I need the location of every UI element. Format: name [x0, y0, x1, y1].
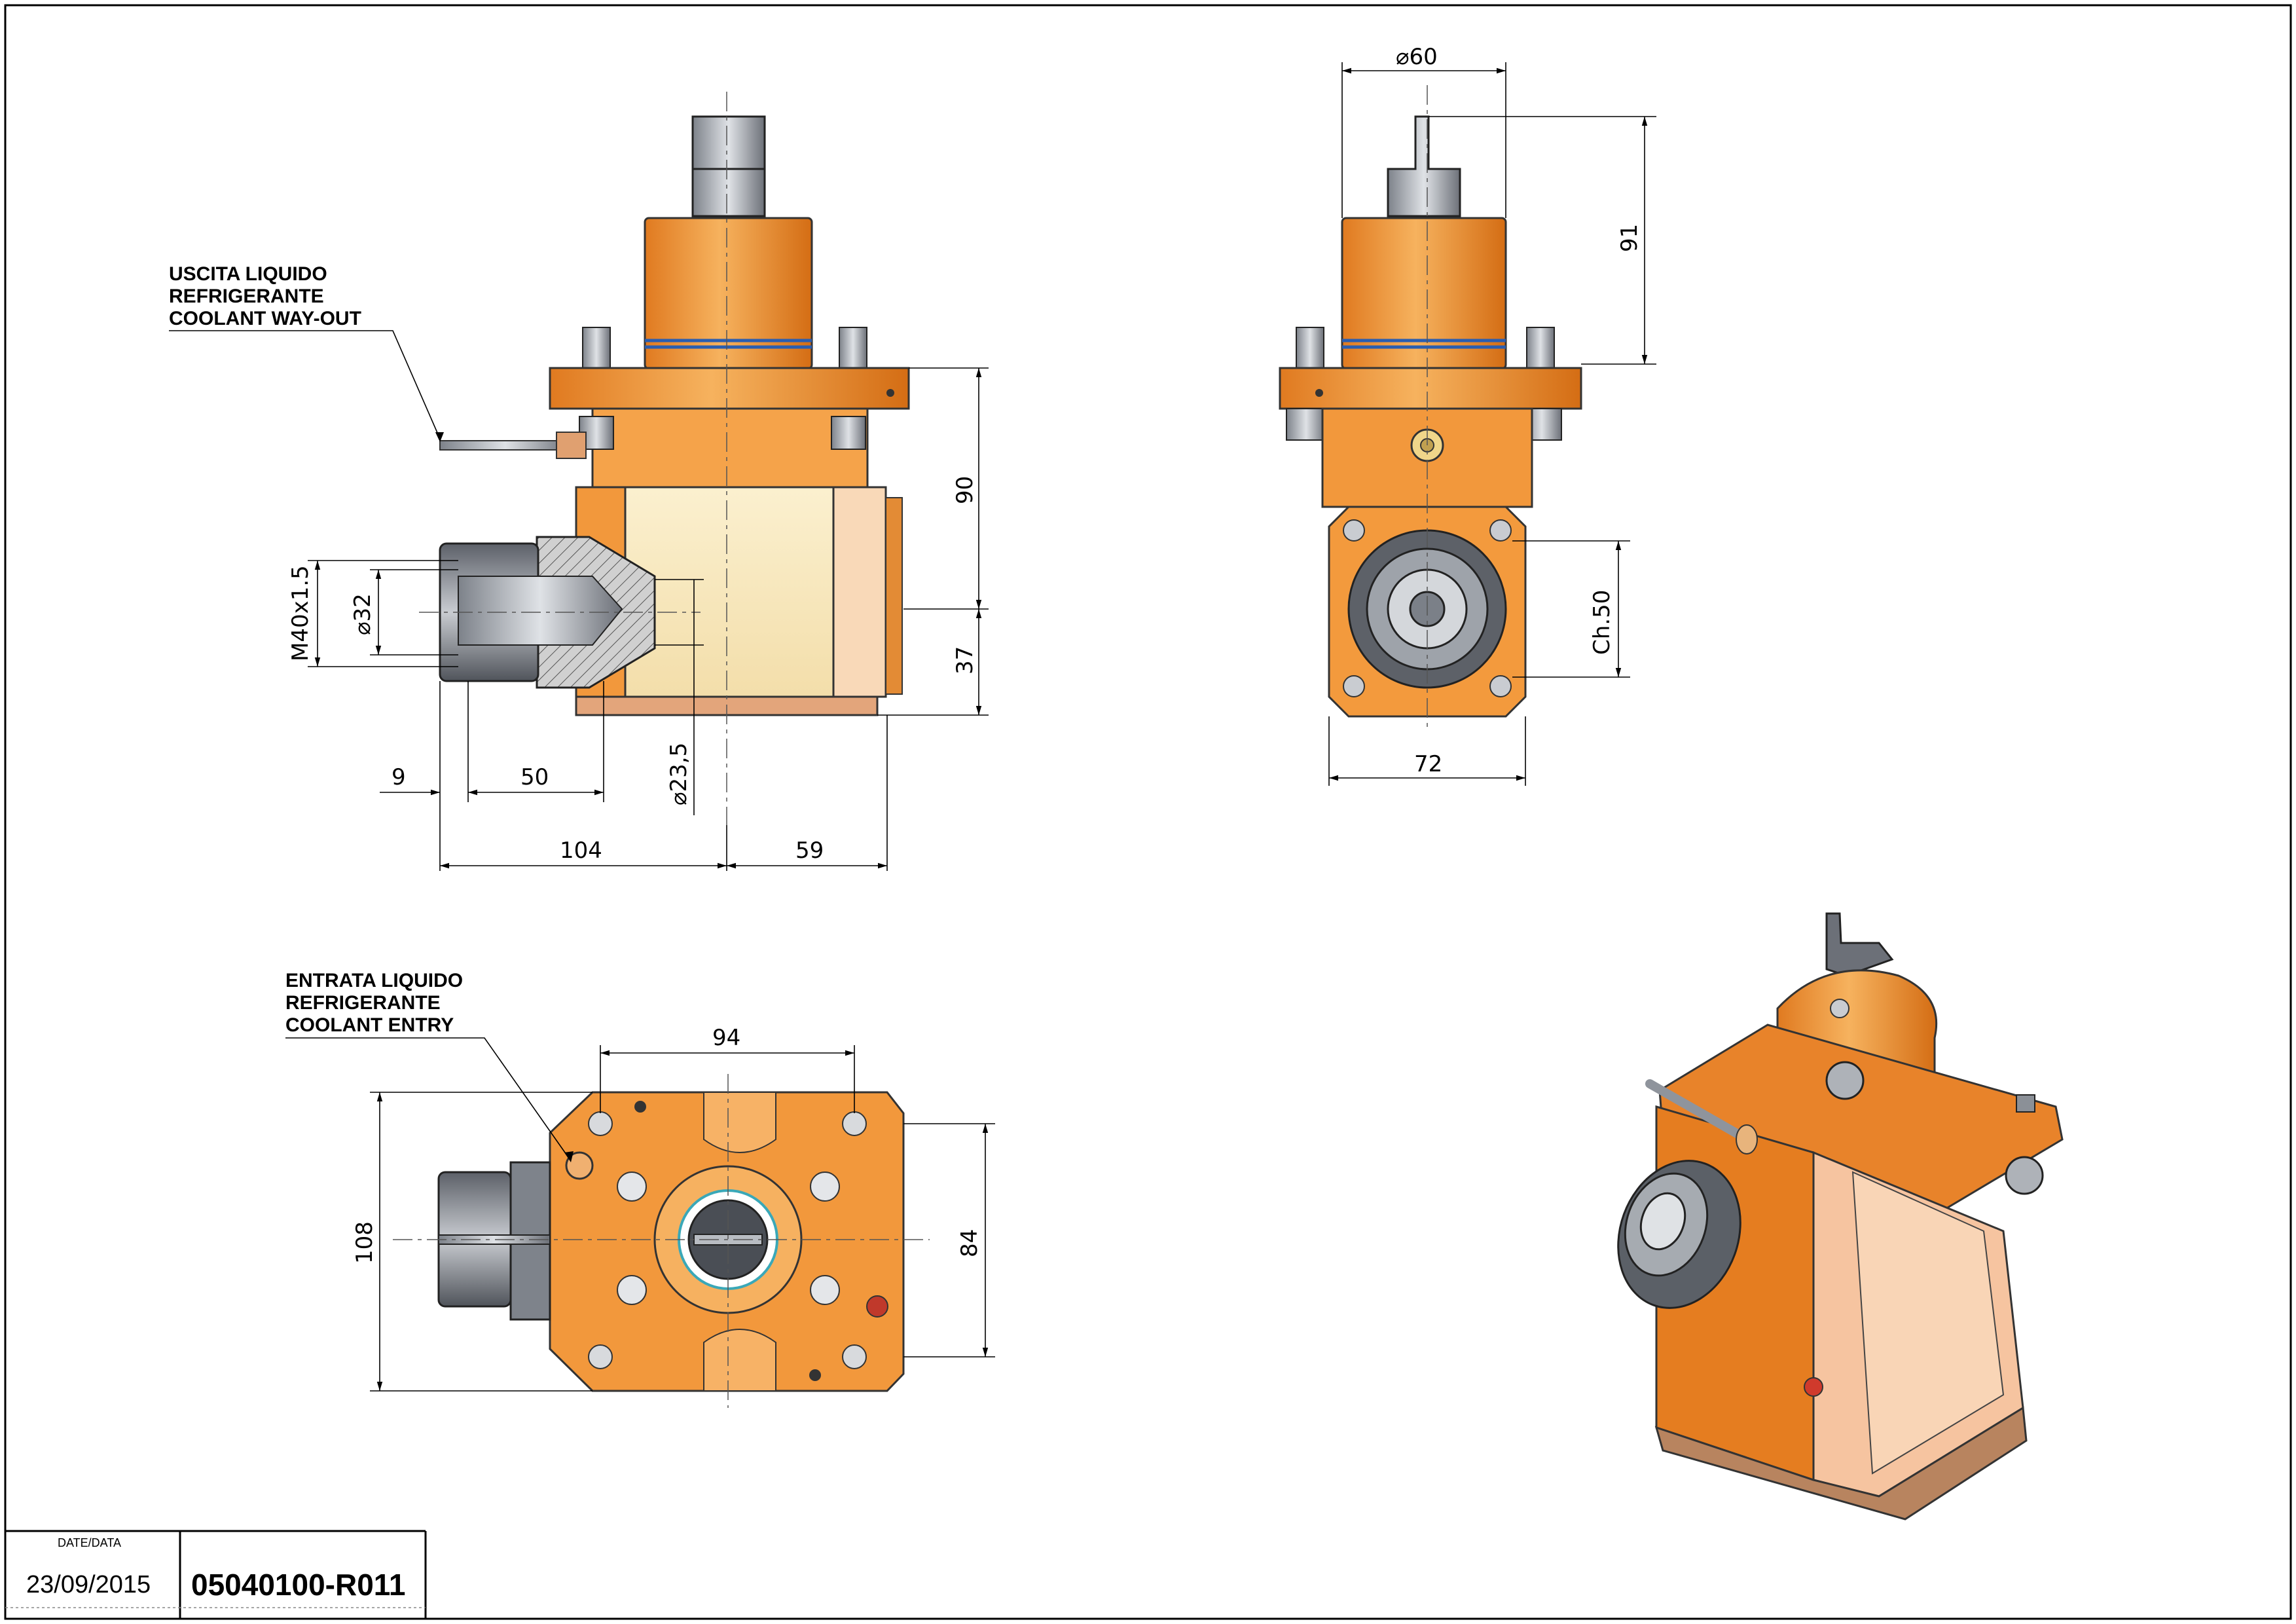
coolant-entry-note: ENTRATA LIQUIDO REFRIGERANTE COOLANT ENT… [285, 970, 574, 1162]
note-entrata-2: REFRIGERANTE [285, 992, 441, 1014]
front-shaft [1387, 115, 1461, 217]
bolt-right [839, 327, 867, 371]
shaft [691, 115, 766, 170]
drawing-code: 05040100-R011 [191, 1568, 405, 1602]
coolant-pipe [439, 440, 572, 451]
body-upper [591, 407, 869, 489]
dim-84: 84 [957, 1229, 983, 1257]
body-cream [624, 486, 835, 698]
dim-9: 9 [392, 764, 406, 790]
note-entrata-3: COOLANT ENTRY [285, 1014, 454, 1036]
date-label: DATE/DATA [58, 1536, 121, 1549]
flange [549, 367, 910, 410]
dim-72: 72 [1414, 751, 1442, 777]
drawing-border [4, 4, 2292, 1620]
front-flange [1279, 367, 1582, 410]
coolant-way-out-note: USCITA LIQUIDO REFRIGERANTE COOLANT WAY-… [169, 263, 444, 442]
side-view [419, 92, 910, 825]
dim-94: 94 [712, 1025, 740, 1051]
note-uscita-3: COOLANT WAY-OUT [169, 308, 361, 329]
dim-104: 104 [560, 838, 602, 864]
top-view-dimensions: 94 108 84 [352, 1025, 995, 1392]
title-block: DATE/DATA 23/09/2015 05040100-R011 [5, 1530, 427, 1619]
front-body [1321, 407, 1533, 508]
dim-m40: M40x1.5 [287, 565, 314, 661]
top-view [393, 1074, 930, 1408]
dim-ch50: Ch.50 [1589, 590, 1615, 655]
dim-37: 37 [952, 646, 978, 674]
note-entrata-1: ENTRATA LIQUIDO [285, 970, 463, 991]
note-uscita-1: USCITA LIQUIDO [169, 263, 327, 285]
front-view-dimensions: ⌀60 91 Ch.50 72 [1328, 44, 1656, 786]
dim-59: 59 [795, 838, 824, 864]
dim-d32: ⌀32 [350, 593, 376, 635]
dim-d60: ⌀60 [1396, 44, 1438, 70]
iso-coolant-pipe [1645, 1079, 1746, 1141]
drawing-date: 23/09/2015 [26, 1571, 151, 1598]
dim-50: 50 [520, 764, 549, 790]
isometric-view [1617, 912, 2064, 1521]
note-uscita-2: REFRIGERANTE [169, 286, 324, 307]
side-view-dimensions: 90 37 M40x1.5 ⌀32 ⌀23,5 9 50 104 59 [287, 367, 989, 871]
top-red-plug [866, 1295, 888, 1318]
dim-108: 108 [352, 1221, 378, 1264]
dim-90: 90 [952, 476, 978, 504]
dim-91: 91 [1616, 224, 1643, 252]
bolt-left [582, 327, 611, 371]
front-view [1279, 85, 1582, 727]
top-coolant-entry [565, 1151, 594, 1180]
dim-d23: ⌀23,5 [666, 743, 692, 805]
